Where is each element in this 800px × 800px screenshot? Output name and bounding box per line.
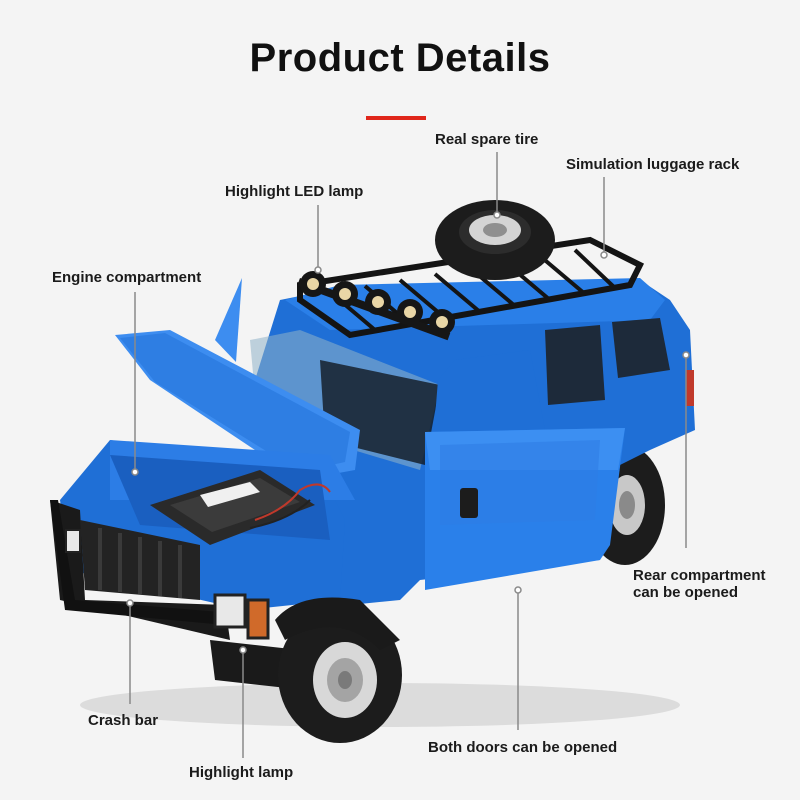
page-title: Product Details [249,36,551,80]
label-doors: Both doors can be opened [428,739,618,756]
label-highlight-lamp: Highlight lamp [189,764,294,781]
label-spare-tire: Real spare tire [435,131,539,148]
led-lamp-bar-shape [297,271,455,341]
crash-bar-shape [50,500,230,640]
title-underline [366,116,426,120]
label-engine-compartment: Engine compartment [52,269,202,286]
front-wheel [278,607,402,743]
label-rear-compartment-line2: can be opened [633,584,739,601]
label-led-lamp: Highlight LED lamp [225,183,364,200]
label-luggage-rack: Simulation luggage rack [566,156,740,173]
label-crash-bar: Crash bar [88,712,159,729]
spare-tire-shape [435,200,555,280]
label-rear-compartment-line1: Rear compartment [633,567,766,584]
